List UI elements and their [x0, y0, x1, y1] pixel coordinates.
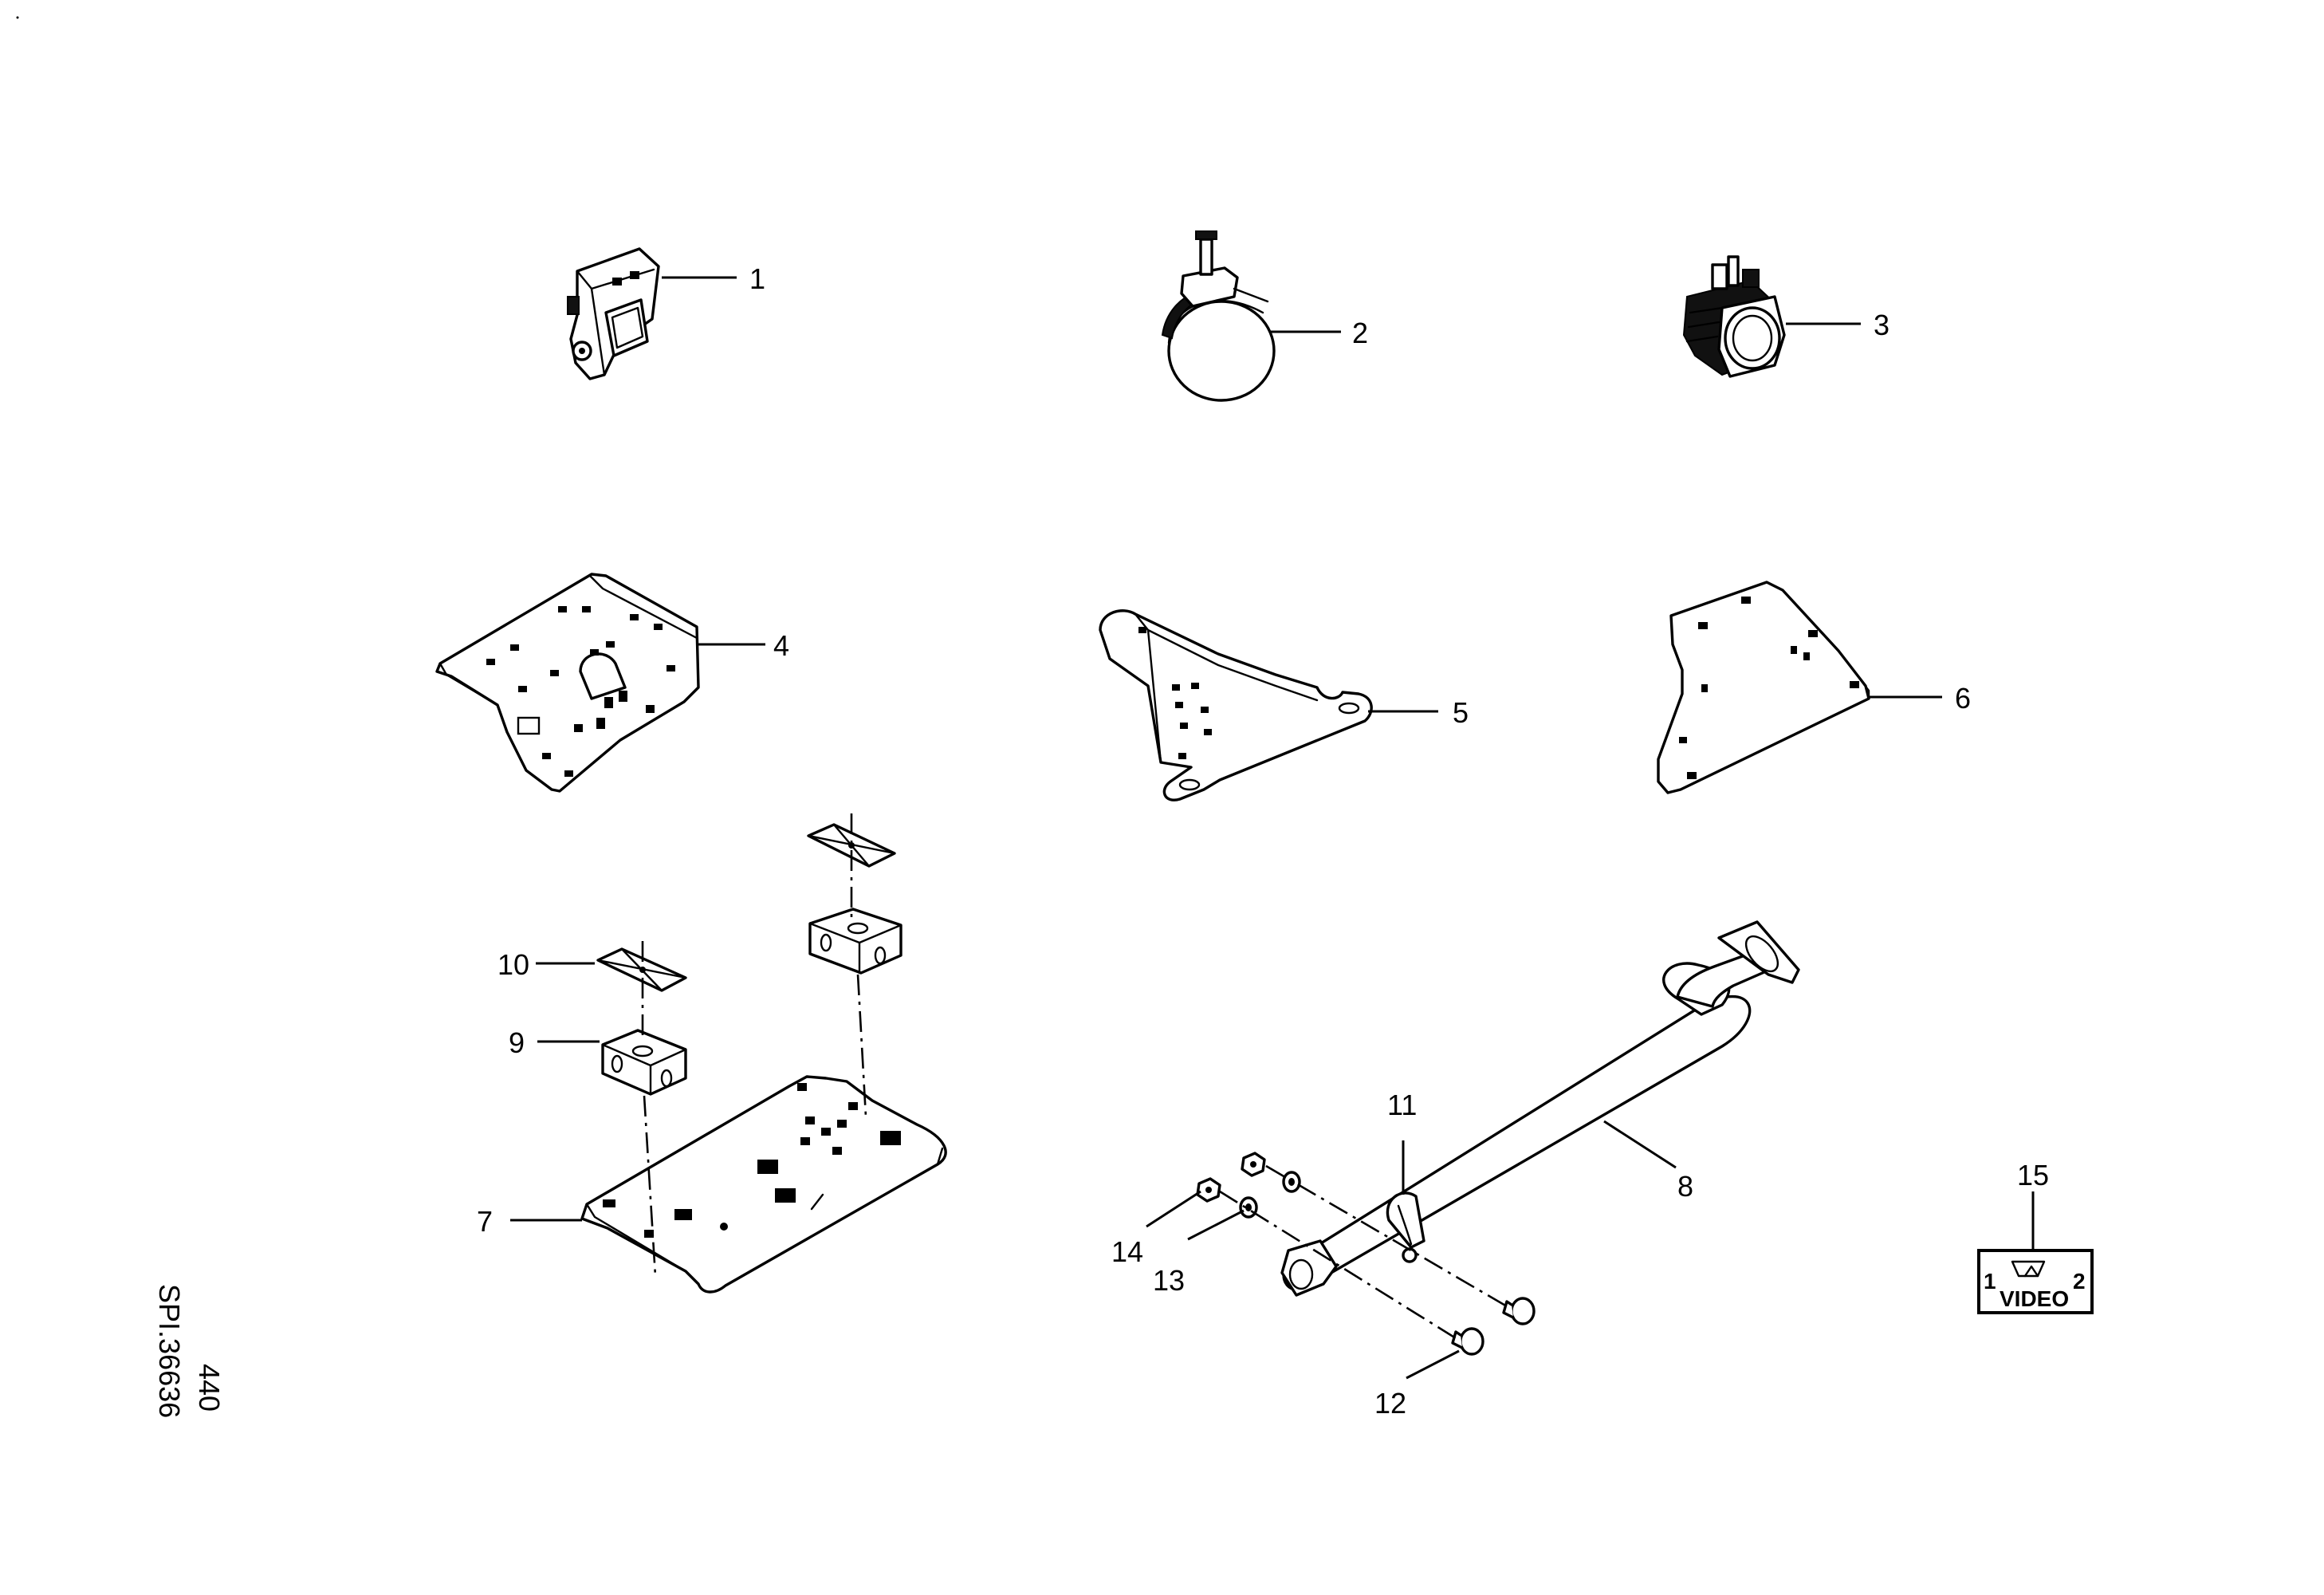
reference-codes: SPI.36636 440: [153, 1284, 226, 1418]
part-14-nut-lower: [1196, 1177, 1221, 1203]
callout-2: 2: [1352, 317, 1368, 349]
part-1-camera-housing: [567, 247, 660, 380]
callout-6: 6: [1955, 682, 1971, 715]
callout-9: 9: [509, 1026, 525, 1059]
part-10-cover-plate-rear: [807, 823, 896, 868]
part-6-plate-bracket: [1657, 581, 1870, 794]
callout-labels: 1 2 3 4 5 6 7 8 9 10 11 12 13 14 15: [477, 262, 2049, 1420]
callout-3: 3: [1874, 309, 1889, 341]
part-3-square-camera: [1682, 255, 1786, 378]
part-12-bolt-lower: [1451, 1327, 1484, 1356]
callout-15: 15: [2017, 1159, 2049, 1191]
part-9-clamp-block-front: [601, 1029, 687, 1096]
callout-4: 4: [773, 629, 789, 662]
part-14-nut-upper: [1241, 1152, 1266, 1177]
part-5-bent-bracket: [1099, 609, 1373, 801]
callout-1: 1: [749, 262, 765, 295]
video-label: VIDEO: [2000, 1286, 2069, 1311]
part-7-base-plate: [580, 1075, 947, 1294]
part-8-tube: [1280, 920, 1800, 1297]
part-15-video-symbol: 1 2 VIDEO: [1977, 1249, 2094, 1314]
callout-11: 11: [1387, 1089, 1417, 1121]
callout-13: 13: [1153, 1264, 1185, 1297]
page-number: 440: [193, 1364, 226, 1412]
part-2-ring-camera: [1161, 230, 1276, 402]
callout-8: 8: [1677, 1170, 1693, 1203]
drawing-code: SPI.36636: [153, 1284, 186, 1418]
assembly-lines-right: [1219, 1164, 1508, 1340]
callout-12: 12: [1374, 1387, 1406, 1420]
callout-7: 7: [477, 1205, 493, 1238]
leader-lines: [510, 276, 2035, 1380]
part-12-bolt-right: [1502, 1297, 1536, 1325]
part-9-clamp-block-rear: [808, 908, 902, 975]
part-11-pipe-clamp: [1386, 1191, 1425, 1263]
part-4-mounting-bracket: [435, 573, 700, 793]
callout-14: 14: [1111, 1235, 1143, 1268]
assembly-lines-left: [641, 813, 867, 1277]
callout-5: 5: [1453, 696, 1469, 729]
video-left-number: 1: [1984, 1269, 1996, 1294]
part-13-washer-upper: [1282, 1171, 1301, 1193]
part-13-washer-lower: [1239, 1196, 1258, 1219]
callout-10: 10: [497, 948, 529, 981]
video-right-number: 2: [2073, 1269, 2086, 1294]
